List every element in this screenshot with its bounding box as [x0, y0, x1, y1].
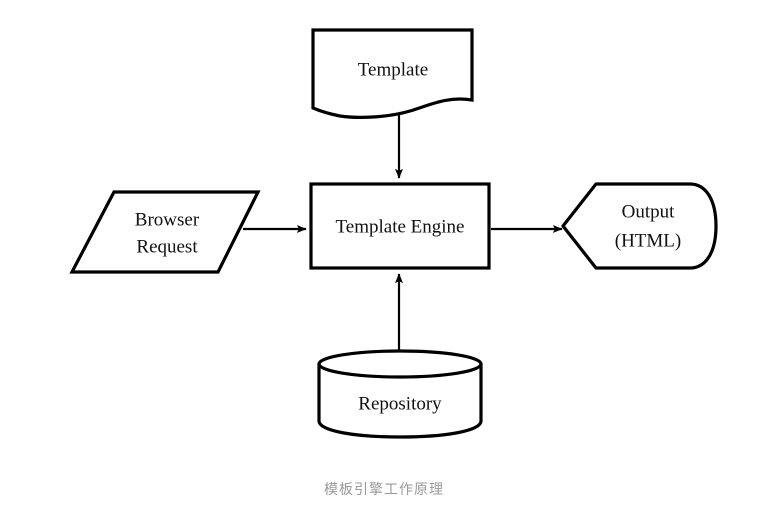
output-html-flag-shape	[561, 182, 718, 270]
template-engine-label: Template Engine	[336, 216, 465, 237]
node-browser-request[interactable]: Browser Request	[69, 190, 261, 274]
diagram-caption: 模板引擎工作原理	[324, 481, 444, 497]
output-html-label-line2: (HTML)	[615, 230, 681, 251]
repository-cylinder-body	[317, 362, 483, 439]
browser-request-label-line2: Request	[136, 236, 198, 257]
node-output-html[interactable]: Output (HTML)	[561, 182, 718, 270]
template-engine-rect-shape	[309, 182, 491, 270]
node-repository[interactable]: Repository	[317, 349, 483, 439]
node-template-engine[interactable]: Template Engine	[309, 182, 491, 270]
browser-request-label-line1: Browser	[135, 209, 200, 230]
node-template[interactable]: Template	[311, 28, 474, 119]
output-html-label-line1: Output	[622, 201, 676, 222]
template-document-shape	[311, 28, 474, 119]
template-label: Template	[358, 59, 428, 80]
repository-cylinder-top	[317, 349, 483, 379]
repository-label: Repository	[358, 393, 442, 414]
browser-request-parallelogram-shape	[69, 190, 261, 274]
